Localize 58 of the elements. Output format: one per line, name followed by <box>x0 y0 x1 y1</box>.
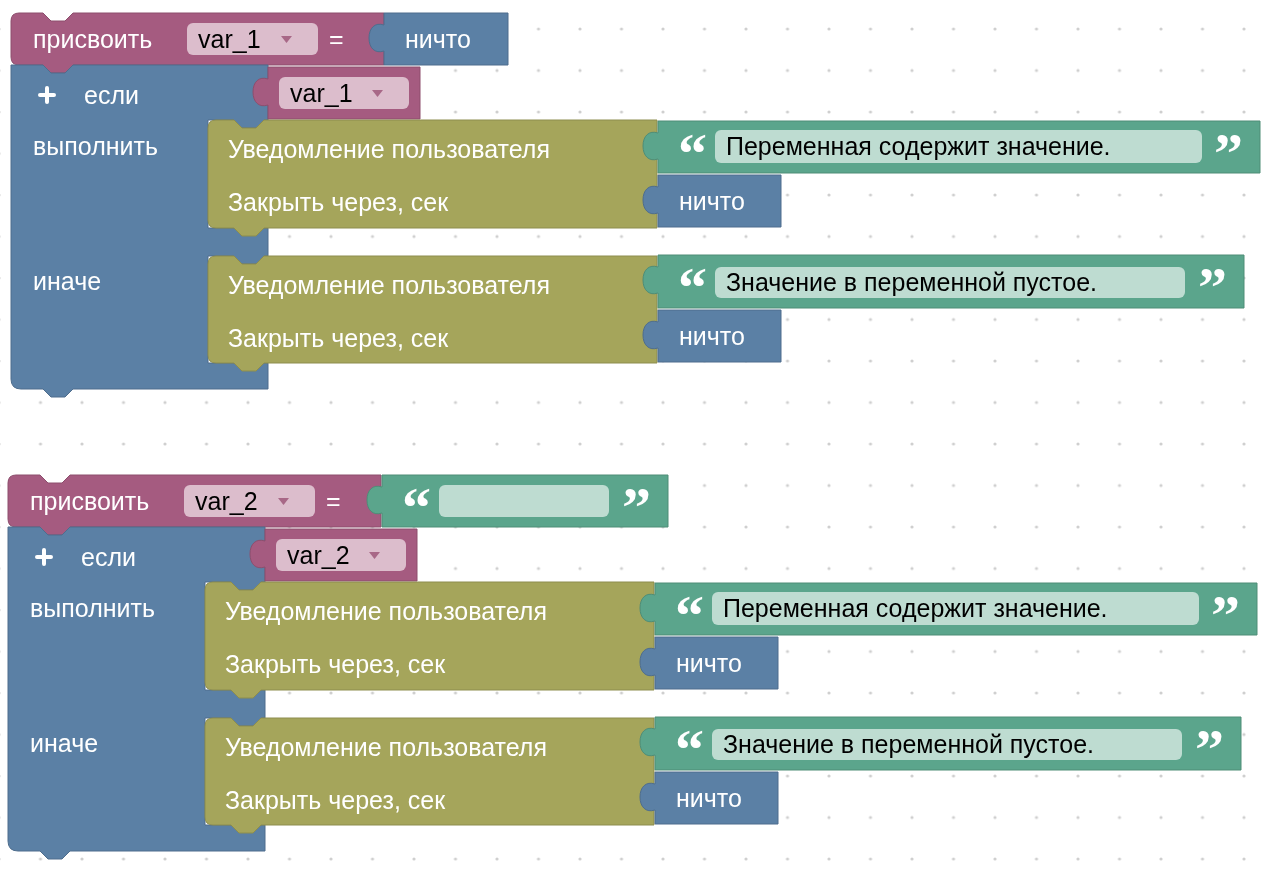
assign-keyword: присвоить <box>30 486 150 516</box>
open-quote: “ <box>675 729 702 749</box>
variable-dropdown: var_1 <box>279 77 409 109</box>
text-input-field <box>439 485 609 517</box>
close-quote: ” <box>622 487 649 507</box>
variable-dropdown: var_1 <box>187 23 318 55</box>
notification-block <box>205 718 654 833</box>
if-keyword: если <box>84 80 139 110</box>
null-keyword: ничто <box>405 24 471 54</box>
text-value-block <box>640 583 1257 635</box>
notification-label: Уведомление пользователя <box>225 596 547 626</box>
close-quote: ” <box>1211 595 1238 615</box>
do-keyword: выполнить <box>30 593 155 623</box>
assign-keyword: присвоить <box>33 24 153 54</box>
open-quote: “ <box>678 267 705 287</box>
text-value-block <box>643 121 1260 173</box>
timeout-label: Закрыть через, сек <box>225 785 446 815</box>
null-keyword: ничто <box>679 321 745 351</box>
close-quote: ” <box>1198 267 1225 287</box>
timeout-label: Закрыть через, сек <box>228 323 449 353</box>
null-value-block <box>640 637 778 689</box>
close-quote: ” <box>1214 133 1241 153</box>
null-value-block <box>369 13 508 65</box>
text-input-field: Переменная содержит значение. <box>715 130 1202 163</box>
timeout-label: Закрыть через, сек <box>225 649 446 679</box>
null-keyword: ничто <box>679 186 745 216</box>
else-keyword: иначе <box>30 728 99 758</box>
variable-getter-block <box>250 529 417 581</box>
equals-sign: = <box>326 486 341 516</box>
text-value-block <box>367 475 668 527</box>
notification-label: Уведомление пользователя <box>225 732 547 762</box>
else-keyword: иначе <box>33 266 102 296</box>
text-input-field: Значение в переменной пустое. <box>712 729 1182 760</box>
variable-getter-block <box>253 67 420 119</box>
null-value-block <box>643 310 781 362</box>
open-quote: “ <box>402 487 429 507</box>
notification-label: Уведомление пользователя <box>228 134 550 164</box>
text-input-field: Переменная содержит значение. <box>712 592 1199 625</box>
variable-dropdown: var_2 <box>184 485 315 517</box>
null-value-block <box>640 772 778 824</box>
do-keyword: выполнить <box>33 131 158 161</box>
text-value-block <box>640 717 1241 770</box>
equals-sign: = <box>329 24 344 54</box>
null-keyword: ничто <box>676 783 742 813</box>
open-quote: “ <box>675 595 702 615</box>
variable-dropdown: var_2 <box>276 539 406 571</box>
timeout-label: Закрыть через, сек <box>228 187 449 217</box>
text-input-field: Значение в переменной пустое. <box>715 267 1185 298</box>
notification-block <box>205 582 654 698</box>
notification-label: Уведомление пользователя <box>228 270 550 300</box>
if-keyword: если <box>81 542 136 572</box>
close-quote: ” <box>1195 729 1222 749</box>
open-quote: “ <box>678 133 705 153</box>
null-keyword: ничто <box>676 648 742 678</box>
null-value-block <box>643 175 781 227</box>
notification-block <box>208 120 657 236</box>
text-value-block <box>643 255 1244 308</box>
notification-block <box>208 256 657 371</box>
